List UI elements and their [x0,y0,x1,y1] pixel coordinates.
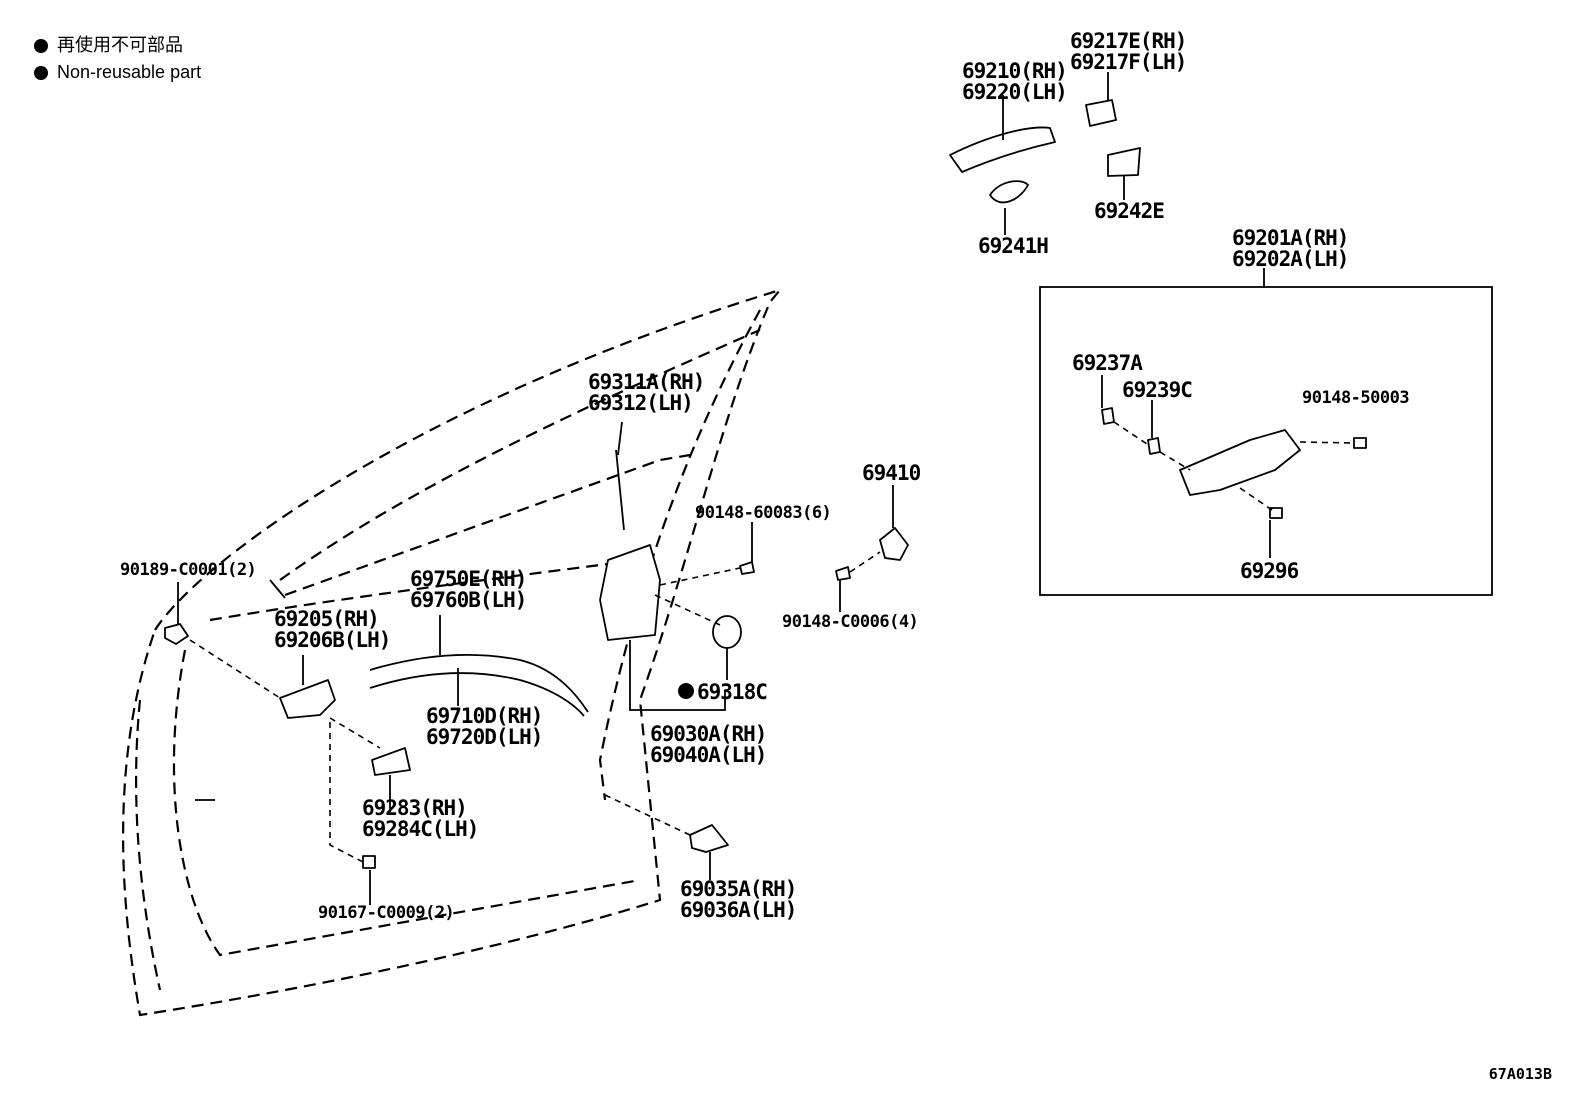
label-69296: 69296 [1240,559,1299,583]
non-reusable-dot-icon [678,683,694,699]
label-69720D: 69720D(LH) [426,725,542,749]
legend-row-jp: 再使用不可部品 [34,32,201,59]
lock-rod-69311A [615,421,625,531]
label-69217F: 69217F(LH) [1070,50,1186,74]
label-69217E: 69217E(RH) [1070,29,1186,53]
label-69284C: 69284C(LH) [362,817,478,841]
inside-handle-69205 [189,639,381,749]
label-69035A: 69035A(RH) [680,877,796,901]
pad-69242E [1107,147,1141,200]
clip-90189 [164,582,189,645]
label-69311A: 69311A(RH) [588,370,704,394]
part-labels: 69217E(RH) 69217F(LH) 69210(RH) 69220(LH… [120,29,1410,923]
cap-69217 [1085,72,1117,127]
label-69206B: 69206B(LH) [274,628,390,652]
outside-handle-69210 [949,95,1056,173]
label-69210: 69210(RH) [962,59,1067,83]
legend-row-en: Non-reusable part [34,59,201,86]
label-69201A: 69201A(RH) [1232,226,1348,250]
legend: 再使用不可部品 Non-reusable part [34,32,201,86]
screw-90148-60083 [659,522,755,586]
pad-69241H [989,180,1029,235]
label-69237A: 69237A [1072,351,1143,375]
non-reusable-dot-icon [34,65,48,80]
cover-69035A [604,794,729,880]
label-69410: 69410 [862,461,921,485]
label-69242E: 69242E [1094,199,1164,223]
label-69036A: 69036A(LH) [680,898,796,922]
label-69030A: 69030A(RH) [650,722,766,746]
screw-90167 [329,722,376,905]
label-69750E: 69750E(RH) [410,567,526,591]
label-69202A: 69202A(LH) [1232,247,1348,271]
frame-assembly-box [1039,268,1493,596]
non-reusable-dot-icon [34,38,48,53]
diagram-reference-code: 67A013B [1488,1065,1552,1083]
legend-en-text: Non-reusable part [57,62,202,82]
striker-69410 [835,485,909,612]
label-90148-60083: 90148-60083(6) [695,503,831,523]
label-69239C: 69239C [1122,378,1192,402]
door-outline [122,287,784,1017]
label-69205: 69205(RH) [274,607,379,631]
legend-jp-text: 再使用不可部品 [57,35,183,55]
label-69760B: 69760B(LH) [410,588,526,612]
label-69220: 69220(LH) [962,80,1067,104]
bezel-69283 [371,747,411,812]
label-90148-50003: 90148-50003 [1302,388,1409,408]
label-69283: 69283(RH) [362,796,467,820]
label-90167: 90167-C0009(2) [318,903,454,923]
label-69040A: 69040A(LH) [650,743,766,767]
label-69241H: 69241H [978,234,1048,258]
cable-69750E [369,615,589,717]
grommet-69318C [654,594,742,680]
door-lock-69030A [599,544,726,711]
label-69710D: 69710D(RH) [426,704,542,728]
label-90148-C0006: 90148-C0006(4) [782,612,918,632]
label-69312: 69312(LH) [588,391,693,415]
label-69318C: 69318C [697,680,767,704]
label-90189: 90189-C0001(2) [120,560,256,580]
